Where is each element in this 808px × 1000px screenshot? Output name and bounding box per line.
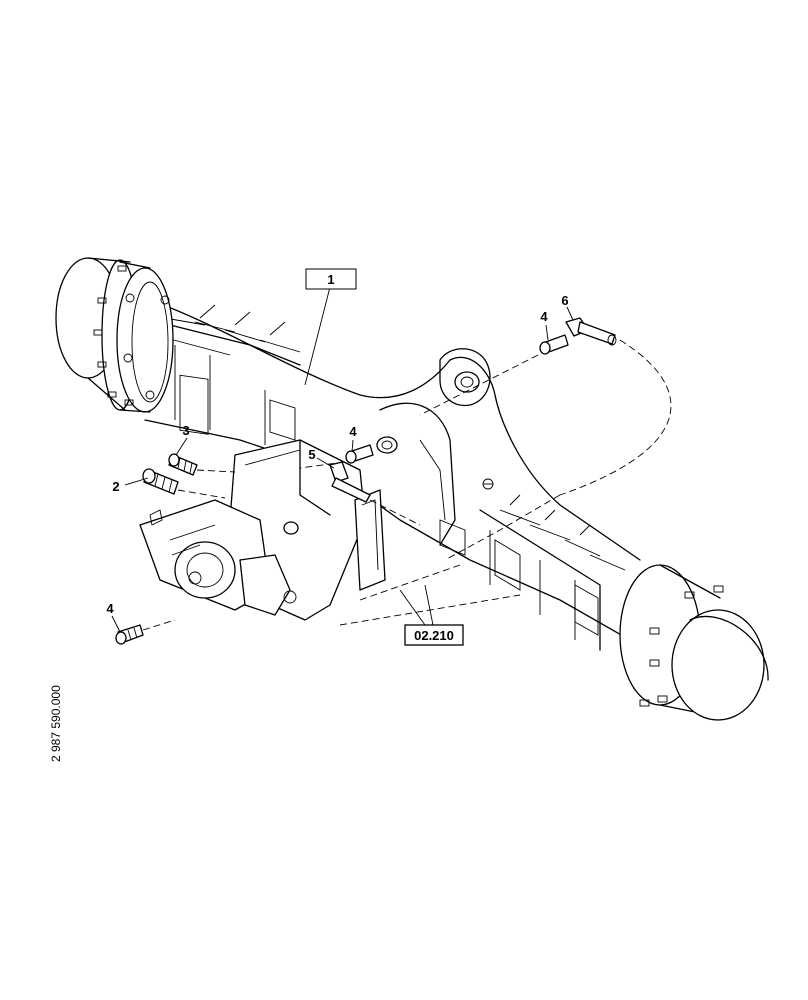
right-hub [619, 564, 769, 721]
callout-label-4-mid: 4 [349, 424, 357, 439]
callout-label-6: 6 [561, 293, 568, 308]
callout-label-5: 5 [308, 447, 315, 462]
fitting-4-mid [345, 444, 374, 464]
axle-housing [144, 299, 641, 651]
callout-label-2: 2 [112, 479, 119, 494]
callout-label-4-top: 4 [540, 309, 548, 324]
gearbox-motor [139, 439, 386, 621]
reference-box [404, 624, 464, 646]
elbow-fitting-6 [565, 317, 617, 346]
callout-label-4-low: 4 [106, 601, 114, 616]
callout-label-3: 3 [182, 423, 189, 438]
callout-label-1: 1 [327, 272, 334, 287]
callout-leaders [111, 286, 574, 633]
fitting-4-top [539, 334, 569, 355]
fitting-4-lower [115, 624, 144, 645]
reference-label: 02.210 [414, 628, 454, 643]
left-hub [55, 257, 174, 413]
fitting-2 [142, 468, 179, 495]
drawing-code: 2 987 590.000 [49, 685, 63, 762]
elbow-fitting-5 [329, 461, 371, 503]
callout-box-1 [305, 268, 357, 290]
fitting-3 [168, 453, 198, 476]
